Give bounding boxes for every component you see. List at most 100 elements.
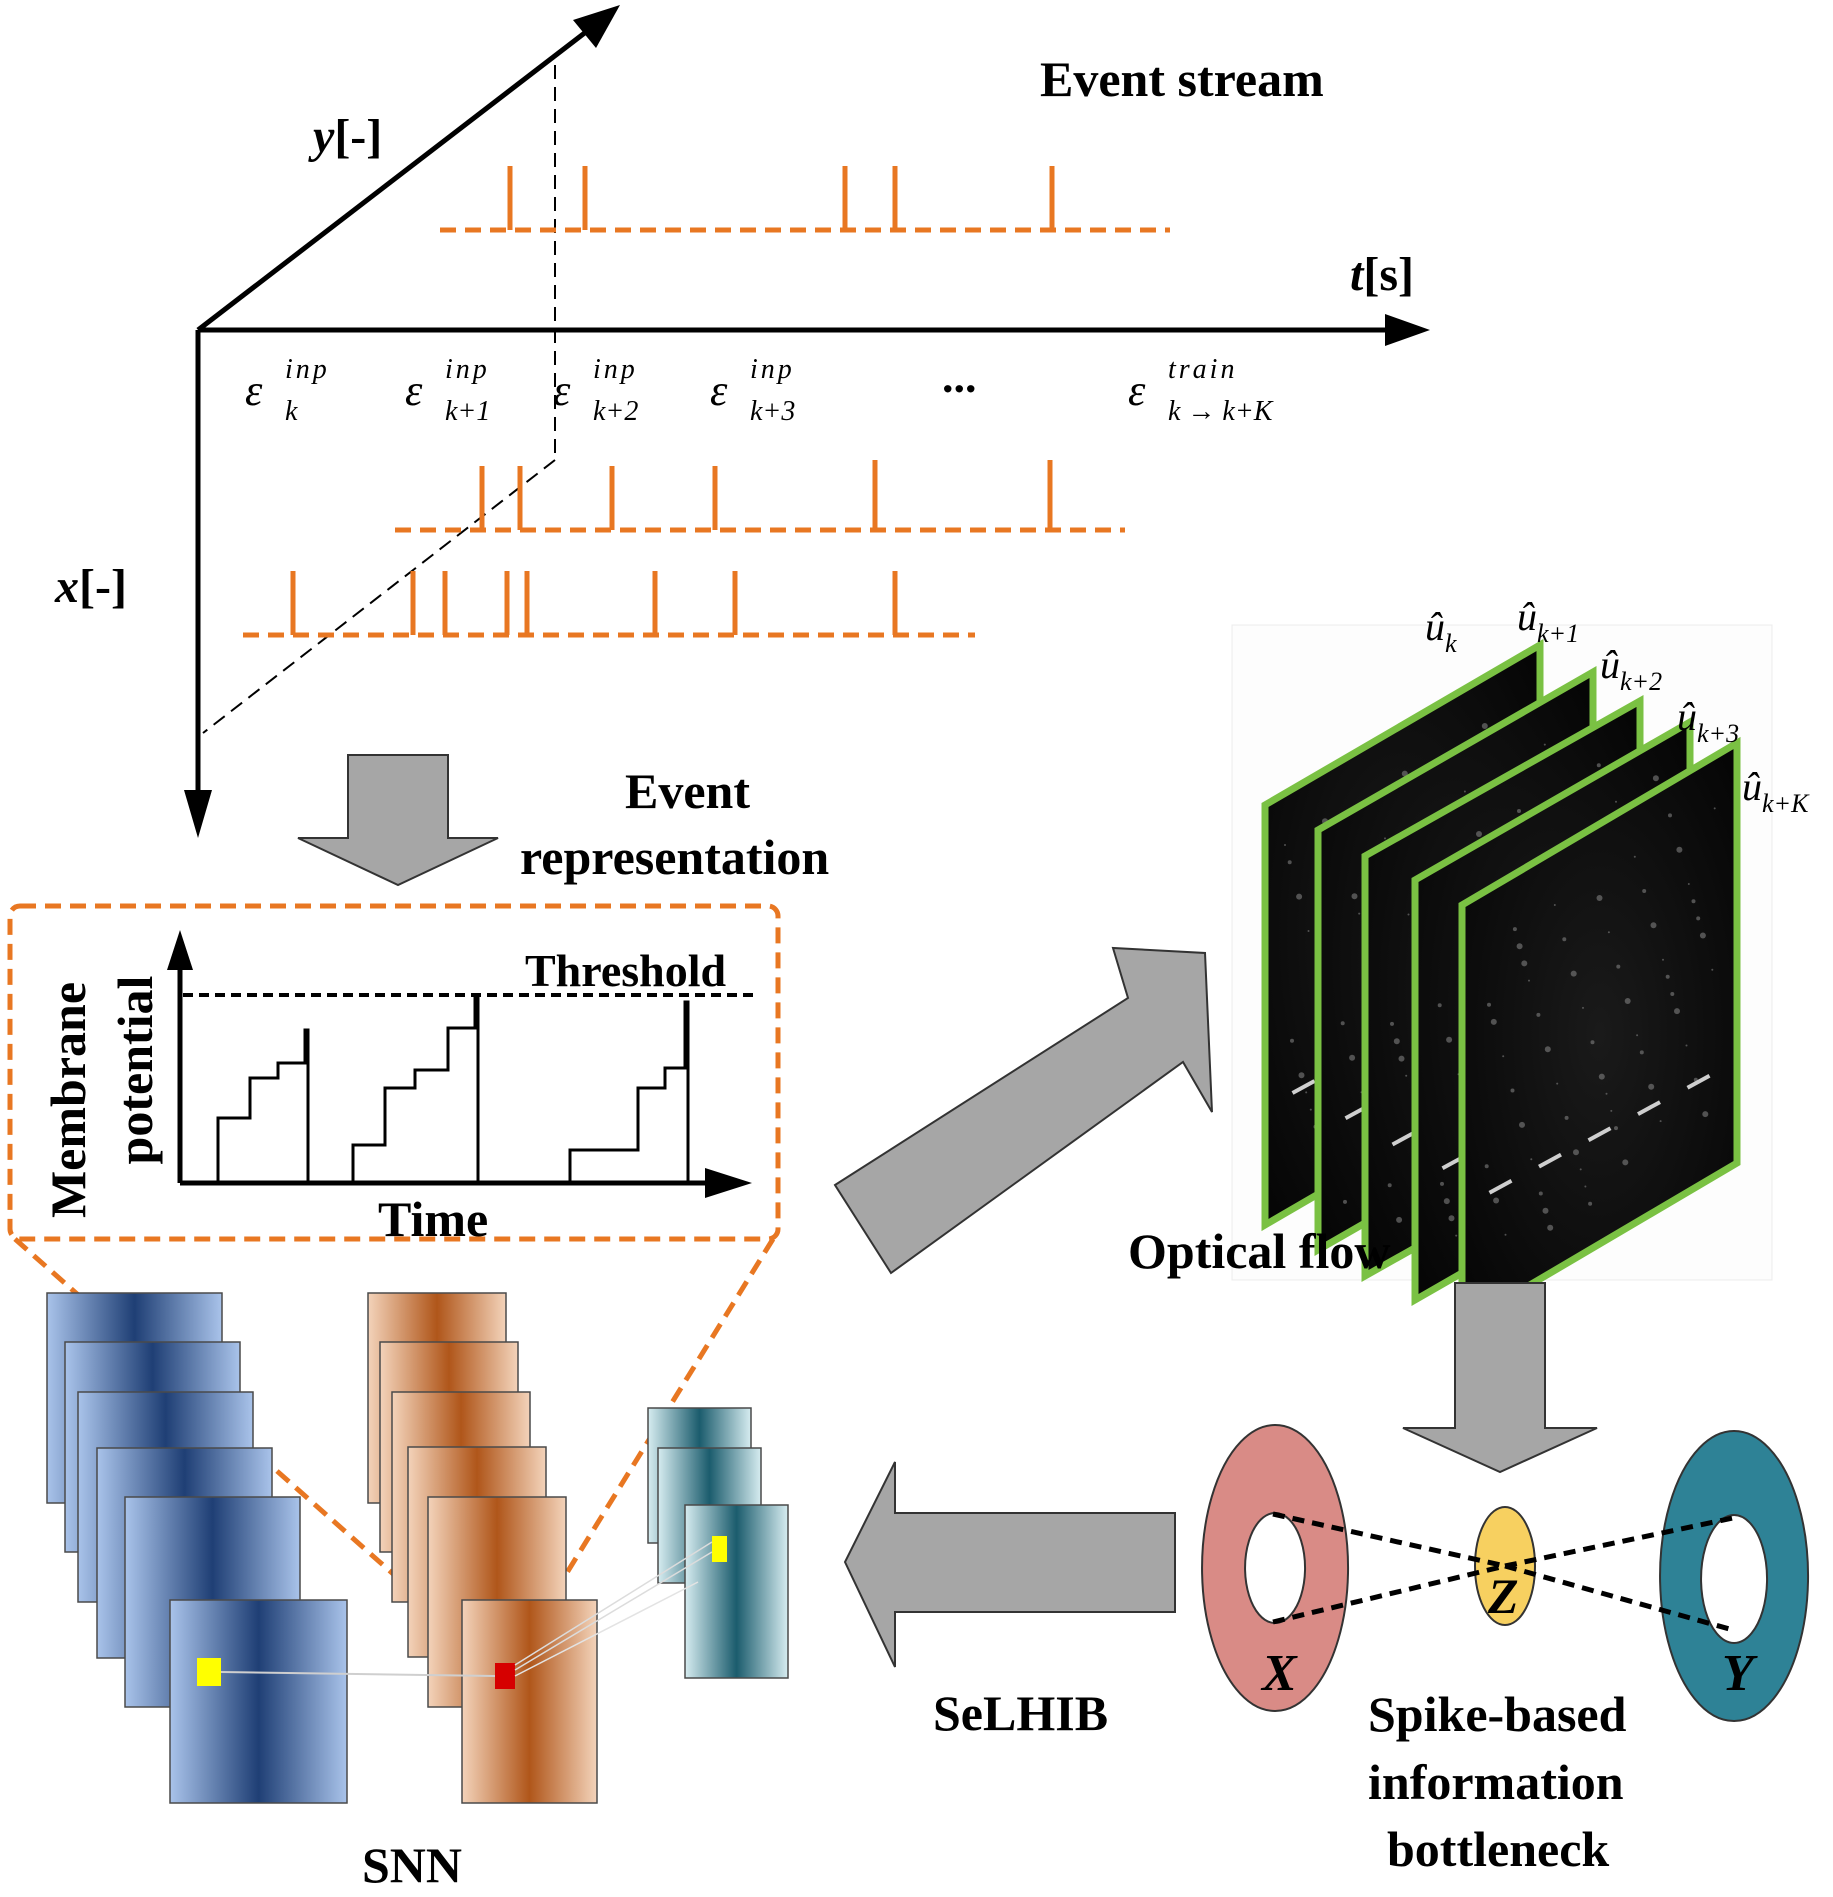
flow-texture-speck: [1528, 979, 1530, 982]
flow-texture-speck: [1396, 1216, 1403, 1223]
flow-texture-speck: [1633, 855, 1636, 858]
flow-texture-speck: [1685, 1044, 1688, 1047]
membrane-trace-1: [216, 1028, 310, 1183]
flow-texture-speck: [1493, 1197, 1500, 1204]
flow-label-0: ûk: [1425, 604, 1457, 658]
flow-label-1: ûk+1: [1517, 594, 1579, 648]
membrane-trace-2: [351, 993, 480, 1183]
event-stream-title: Event stream: [1040, 51, 1324, 107]
flow-texture-speck: [1659, 1120, 1662, 1123]
flow-texture-speck: [1476, 831, 1482, 837]
flow-texture-speck: [1536, 1012, 1541, 1017]
flow-texture-speck: [1622, 1159, 1629, 1166]
flow-texture-speck: [1711, 968, 1714, 971]
event-representation-arrow: [297, 754, 499, 887]
y-ring: [1659, 1430, 1810, 1722]
flow-texture-speck: [1502, 1055, 1505, 1058]
event-set-symbol: ε: [405, 366, 423, 415]
flow-texture-speck: [1351, 893, 1358, 900]
flow-lane-dash: [1538, 1152, 1562, 1169]
flow-texture-speck: [1639, 1050, 1644, 1055]
flow-texture-speck: [1443, 1198, 1450, 1205]
flow-texture-speck: [1616, 964, 1621, 969]
connection-blue-orange: [220, 1671, 496, 1677]
optical-flow-label: Optical flow: [1128, 1223, 1390, 1279]
flow-texture-speck: [1516, 943, 1523, 950]
flow-texture-speck: [1648, 1083, 1655, 1090]
flow-texture-speck: [1517, 809, 1521, 813]
y-variable-label: Y: [1722, 1645, 1758, 1702]
connection-orange-teal-1: [514, 1541, 713, 1666]
event-set-superscript-0: inp: [285, 354, 330, 385]
flow-texture-speck: [1398, 1055, 1405, 1062]
flow-texture-speck: [1407, 913, 1410, 916]
flow-texture-speck: [1463, 790, 1466, 793]
flow-texture-speck: [1481, 723, 1488, 729]
spike-train-bottom: [243, 571, 975, 638]
flow-texture-speck: [1596, 895, 1603, 901]
snn-layer-teal: [647, 1407, 789, 1679]
event-set-symbol: ε: [710, 366, 728, 415]
y-axis-arrowhead: [573, 5, 620, 48]
to-bottleneck-arrow: [1402, 1282, 1598, 1474]
flow-texture-speck: [1446, 1036, 1453, 1043]
to-optical-flow-arrow: [833, 946, 1213, 1275]
event-set-symbol: ε: [553, 366, 571, 415]
flow-lane-dash: [1587, 1126, 1612, 1143]
y-axis-line: [196, 23, 597, 332]
flow-texture-speck: [1309, 1108, 1312, 1111]
membrane-trace-3: [568, 1000, 690, 1183]
flow-texture-speck: [1519, 1121, 1525, 1128]
membrane-label: Membrane: [40, 982, 96, 1218]
flow-texture-speck: [1696, 916, 1701, 921]
information-bottleneck-panel: X Y Z Spike-based information bottleneck: [1201, 1424, 1810, 1877]
flow-texture-speck: [1562, 937, 1567, 942]
flow-lane-dash: [1391, 1130, 1416, 1147]
flow-texture-speck: [1349, 1054, 1356, 1061]
flow-texture-speck: [1437, 1003, 1442, 1008]
flow-texture-speck: [1582, 1006, 1584, 1009]
flow-texture-speck: [1668, 813, 1672, 818]
spike-train-top: [440, 166, 1170, 233]
event-set-label-2: ε: [553, 366, 571, 415]
flow-texture-speck: [1670, 992, 1675, 996]
flow-texture-speck: [1487, 1002, 1491, 1007]
event-set-subscript-1: k+1: [445, 396, 490, 427]
x-axis-label: x[-]: [54, 560, 127, 613]
flow-texture-speck: [1699, 932, 1706, 939]
flow-texture-speck: [1401, 770, 1408, 777]
spike-train-middle: [395, 460, 1125, 533]
flow-texture-speck: [1662, 958, 1664, 961]
bottleneck-label-1: Spike-based: [1368, 1686, 1627, 1742]
flow-texture-speck: [1393, 1038, 1400, 1045]
flow-texture-speck: [1564, 1115, 1569, 1120]
flow-texture-speck: [1636, 1034, 1639, 1037]
flow-texture-speck: [1642, 889, 1647, 893]
flow-texture-speck: [1340, 1021, 1345, 1026]
x-variable-label: X: [1260, 1645, 1298, 1702]
flow-texture-speck: [1650, 922, 1657, 929]
event-set-superscript-2: inp: [593, 354, 638, 385]
snn-layer-orange: [367, 1292, 598, 1804]
flow-texture-speck: [1590, 1040, 1595, 1045]
flow-texture-speck: [1665, 974, 1670, 979]
flow-texture-speck: [1598, 1073, 1605, 1080]
flow-texture-speck: [1588, 1201, 1593, 1206]
flow-texture-speck: [1607, 931, 1610, 934]
flow-lane-dash: [1686, 1074, 1711, 1090]
flow-texture-speck: [1440, 1181, 1444, 1186]
event-set-label-4: ε: [1128, 366, 1146, 415]
potential-axis-arrowhead: [167, 930, 193, 970]
connection-orange-teal-3: [514, 1581, 699, 1677]
optical-flow-frames: [1261, 638, 1741, 1332]
flow-texture-speck: [1579, 1168, 1582, 1171]
flow-texture-speck: [1387, 1183, 1392, 1188]
x-axis-arrowhead: [184, 790, 212, 838]
y-axis-label: y[-]: [308, 110, 382, 163]
flow-texture-speck: [1384, 837, 1386, 840]
flow-texture-speck: [1358, 912, 1361, 915]
snn-panel: SNN: [46, 1292, 789, 1893]
